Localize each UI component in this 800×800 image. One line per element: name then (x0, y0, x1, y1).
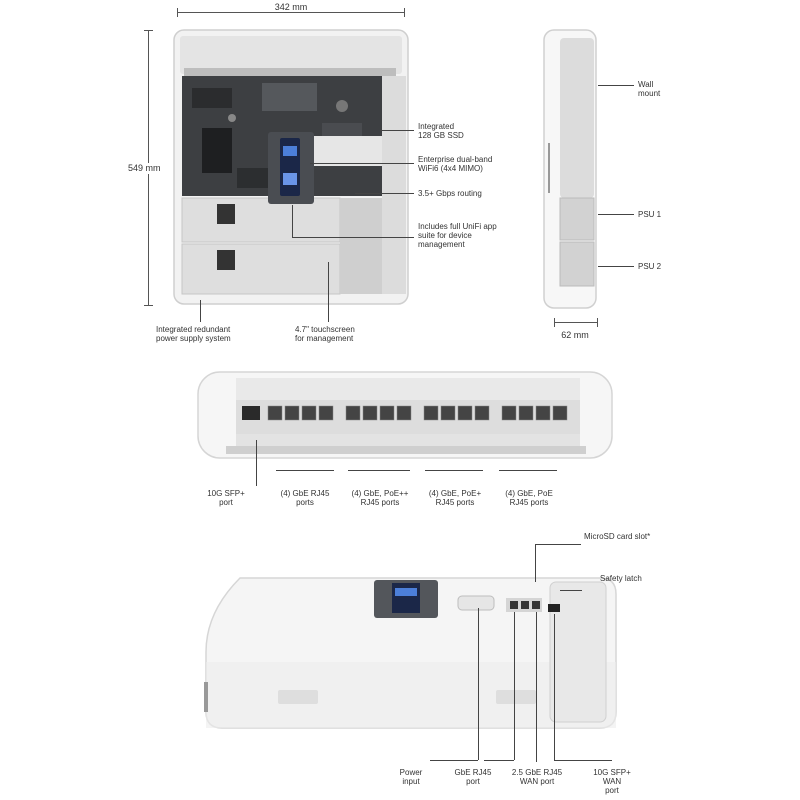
callout-line-wan25 (536, 612, 537, 762)
callout-line-microsd-h (535, 544, 581, 545)
power-label-line1: Power (399, 768, 423, 777)
sfp-wan-label-line3: port (605, 786, 619, 795)
wall-mount-label-line2: mount (638, 89, 661, 98)
bracket-rj45 (276, 470, 334, 471)
wan25-label-line2: WAN port (519, 777, 555, 786)
dimension-tick (597, 318, 598, 327)
sfp-wan-label-line2: WAN (602, 777, 622, 786)
callout-line-unifi-vertical (292, 205, 293, 238)
ssd-label-line1: Integrated (418, 122, 455, 131)
bottom-device-illustration (204, 577, 617, 729)
poe-label-line2: RJ45 ports (509, 498, 549, 507)
depth-dimension-line (554, 322, 597, 323)
bracket-poe (499, 470, 557, 471)
depth-label: 62 mm (561, 330, 589, 340)
rj45-label-line2: ports (296, 498, 314, 507)
psu-system-label-line2: power supply system (156, 334, 231, 343)
microsd-label: MicroSD card slot* (584, 532, 651, 541)
sfp-label-line2: port (219, 498, 233, 507)
callout-line-ssd (380, 130, 414, 131)
callout-line-safety (560, 590, 582, 591)
dimension-tick (404, 8, 405, 17)
sfp-wan-label-line1: 10G SFP+ (593, 768, 631, 777)
callout-line-microsd-v (535, 544, 536, 582)
rj45-label-line1: (4) GbE RJ45 (280, 489, 330, 498)
width-dimension-line (177, 12, 404, 13)
wifi-label-line2: WiFi6 (4x4 MIMO) (418, 164, 483, 173)
dimension-tick (554, 318, 555, 327)
psu-system-label-line1: Integrated redundant (156, 325, 231, 334)
bracket-poep (425, 470, 483, 471)
ports-device-illustration (197, 371, 613, 459)
callout-line-routing (355, 193, 414, 194)
callout-line-sfp-wan (554, 614, 555, 760)
dimension-tick (144, 305, 153, 306)
wifi-label-line1: Enterprise dual-band (418, 155, 493, 164)
side-device-illustration (543, 29, 597, 309)
psu2-label: PSU 2 (638, 262, 662, 271)
dimension-tick (144, 30, 153, 31)
poepp-label-line1: (4) GbE, PoE++ (351, 489, 409, 498)
gbe-label-line1: GbE RJ45 (454, 768, 492, 777)
sfp-label-line1: 10G SFP+ (207, 489, 245, 498)
gbe-label-line2: port (466, 777, 480, 786)
width-label: 342 mm (266, 3, 316, 12)
touchscreen-label-line1: 4.7" touchscreen (295, 325, 355, 334)
callout-line-wall-mount (598, 85, 634, 86)
unifi-label-line3: management (418, 240, 465, 249)
callout-line-power-h (430, 760, 478, 761)
power-label-line2: input (402, 777, 420, 786)
callout-line-wifi (310, 163, 414, 164)
poep-label-line2: RJ45 ports (435, 498, 475, 507)
poep-label-line1: (4) GbE, PoE+ (428, 489, 482, 498)
callout-line-psu-system (200, 300, 201, 322)
wall-mount-label-line1: Wall (638, 80, 654, 89)
routing-label: 3.5+ Gbps routing (418, 189, 482, 198)
safety-latch-label: Safety latch (600, 574, 642, 583)
callout-line-sfp-wan-h (554, 760, 612, 761)
ssd-label-line2: 128 GB SSD (418, 131, 464, 140)
callout-line-touchscreen (328, 262, 329, 322)
unifi-label-line1: Includes full UniFi app (418, 222, 497, 231)
callout-line-gbe-h (484, 760, 514, 761)
callout-line-unifi (292, 237, 414, 238)
poe-label-line1: (4) GbE, PoE (505, 489, 553, 498)
unifi-label-line2: suite for device (418, 231, 472, 240)
front-device-illustration (173, 29, 409, 305)
callout-line-power (478, 608, 479, 760)
dimension-tick (177, 8, 178, 17)
wan25-label-line1: 2.5 GbE RJ45 (511, 768, 563, 777)
callout-line-psu1 (598, 214, 634, 215)
psu1-label: PSU 1 (638, 210, 662, 219)
callout-line-gbe (514, 612, 515, 760)
poepp-label-line2: RJ45 ports (360, 498, 400, 507)
height-label: 549 mm (128, 163, 161, 174)
callout-line-sfp (256, 440, 257, 486)
callout-line-psu2 (598, 266, 634, 267)
touchscreen-label-line2: for management (295, 334, 354, 343)
bracket-poepp (348, 470, 410, 471)
